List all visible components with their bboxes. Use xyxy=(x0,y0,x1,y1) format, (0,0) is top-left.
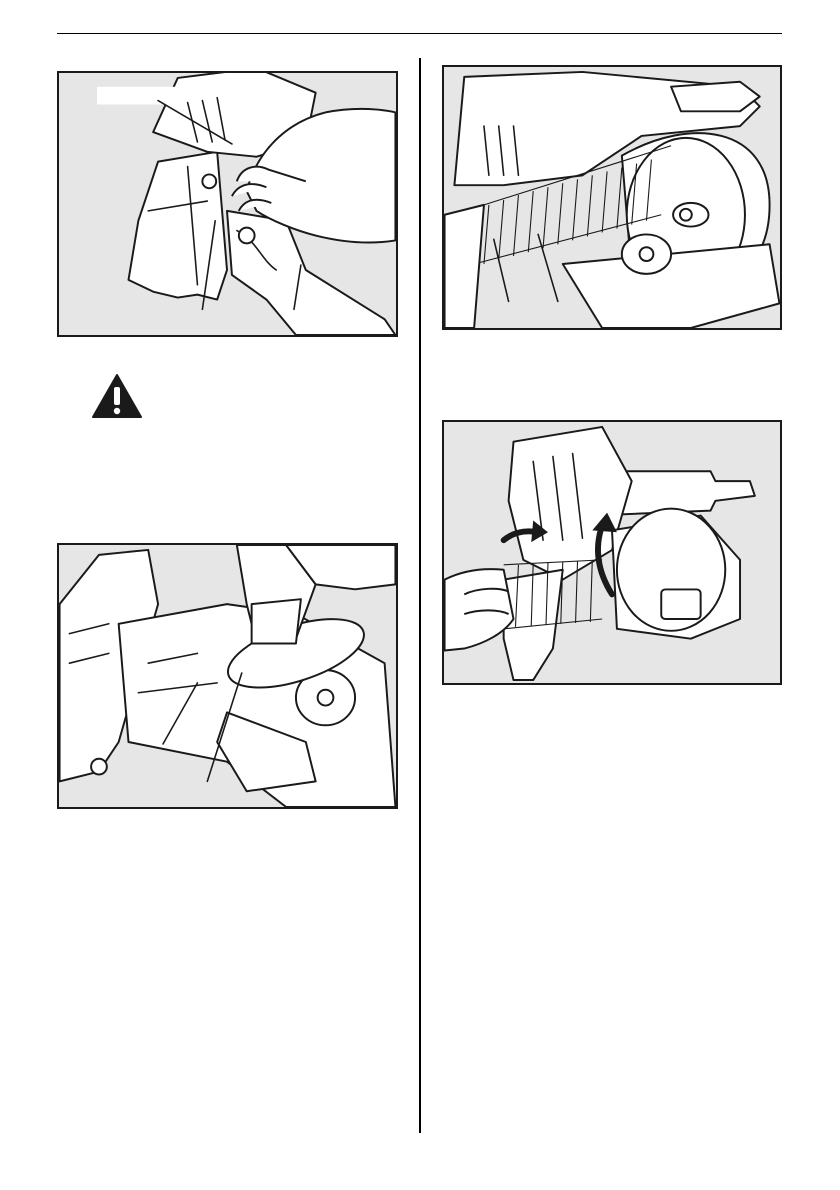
warning-triangle-icon xyxy=(91,373,143,419)
figure-top-left xyxy=(57,71,398,337)
header-rule xyxy=(57,33,782,34)
column-divider xyxy=(419,58,421,1133)
figure-top-right xyxy=(442,65,782,330)
hand-icon xyxy=(59,545,396,807)
figure-bottom-right xyxy=(442,420,782,685)
arrow-icon xyxy=(444,422,780,683)
coil-nails-icon xyxy=(444,67,780,328)
figure-bottom-left xyxy=(57,543,398,809)
nailer-icon xyxy=(59,73,396,335)
